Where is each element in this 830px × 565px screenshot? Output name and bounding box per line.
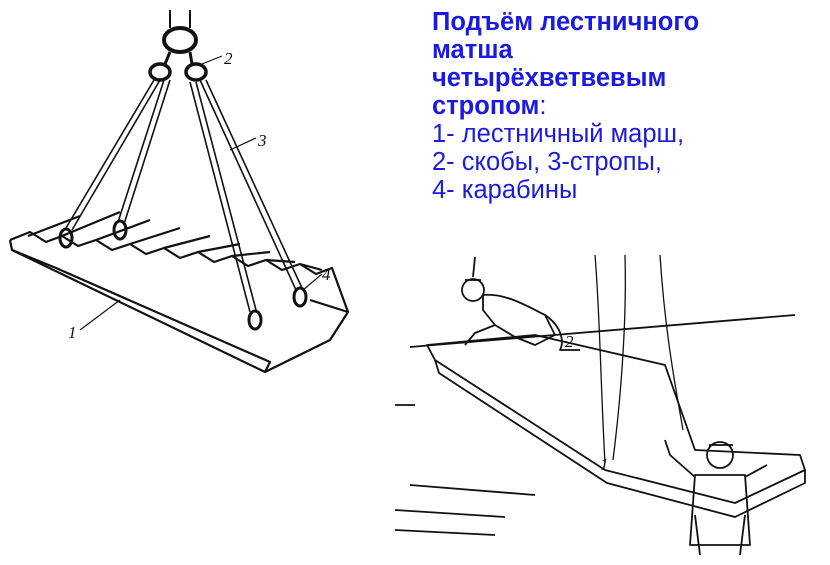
hanging-ropes	[594, 255, 684, 464]
carabiners	[58, 219, 308, 331]
sling-ropes	[65, 79, 303, 313]
caption-title-line-1: Подъём лестничного	[432, 8, 700, 36]
shackle-right	[184, 62, 208, 82]
caption-title-line-2: матша	[432, 36, 513, 64]
caption-colon: :	[539, 92, 547, 120]
floor-lines	[395, 314, 796, 496]
worker-standing	[664, 439, 768, 556]
crane-hook	[169, 10, 191, 28]
slab-workers-illustration: 1 2	[395, 255, 806, 556]
stair-flight	[8, 210, 350, 374]
shackle-left	[148, 62, 172, 82]
stair-lifting-diagram: 1 2 3 4	[8, 10, 350, 374]
callout-shackle: 2	[224, 49, 233, 68]
caption-title-line-4: стропом	[432, 92, 540, 120]
callout-hook-b: 2	[565, 332, 574, 351]
caption-title-line-3: четырёхветвевым	[432, 64, 667, 92]
callout-stair: 1	[68, 323, 77, 342]
caption-item-3: 4- карабины	[432, 176, 578, 204]
callout-sling: 3	[257, 131, 267, 150]
slab-panel	[426, 334, 806, 504]
caption-item-1: 1- лестничный марш,	[432, 120, 685, 148]
hook-ring	[162, 26, 198, 54]
caption-item-2: 2- скобы, 3-стропы,	[432, 148, 662, 176]
worker-kneeling	[461, 256, 580, 351]
callout-hook-a: 1	[600, 455, 609, 474]
callout-carabiner: 4	[322, 265, 331, 284]
diagram-caption: Подъём лестничного матша четырёхветвевым…	[432, 8, 822, 204]
